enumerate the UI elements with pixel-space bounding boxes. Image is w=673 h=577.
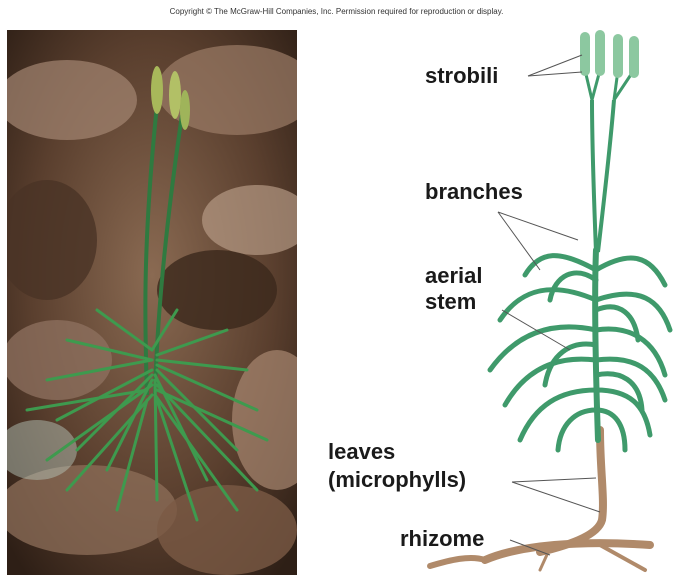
leaves-label-line2: (microphylls)	[328, 468, 466, 492]
clubmoss-diagram: strobili branches aerial stem leaves (mi…	[300, 0, 673, 577]
aerial-stem-label-line1: aerial	[425, 264, 483, 288]
clubmoss-photo	[7, 30, 297, 575]
aerial-stem-label-line2: stem	[425, 290, 476, 314]
leaves-label-line1: leaves	[328, 440, 395, 464]
branches-label: branches	[425, 180, 523, 204]
strobili-label: strobili	[425, 64, 498, 88]
rhizome-label: rhizome	[400, 527, 484, 551]
